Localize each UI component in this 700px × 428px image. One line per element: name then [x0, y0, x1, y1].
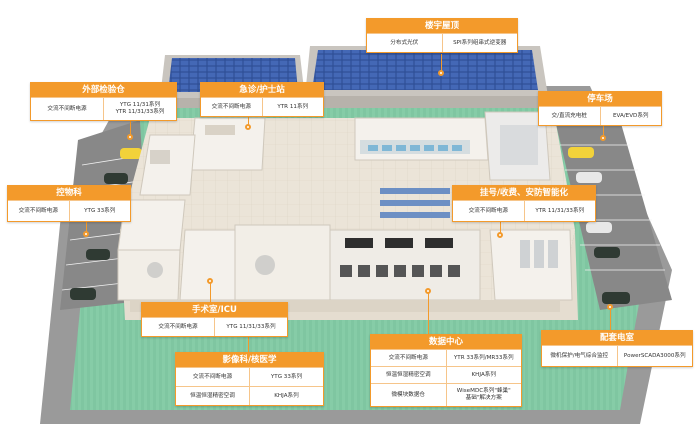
car — [594, 247, 620, 258]
callout-cell-product: 交流不间断电源 — [158, 323, 198, 330]
car — [120, 148, 142, 159]
callout-row: 交流不间断电源 YTR 33系列/MR33系列 — [371, 349, 521, 366]
callout-cell-series: PowerSCADA3000系列 — [616, 346, 693, 366]
leader-line — [441, 54, 442, 72]
car — [568, 147, 594, 158]
parking-right — [555, 120, 672, 310]
callout-row: 微机保护/电气综合监控 PowerSCADA3000系列 — [542, 345, 692, 366]
callout-control: 控物科 交流不间断电源 YTG 33系列 — [7, 185, 131, 222]
leader-dot — [207, 278, 213, 284]
callout-registration: 挂号/收费、安防智能化 交流不间断电源 YTR 11/31/33系列 — [452, 185, 596, 222]
callout-cell-product: 恒温恒湿精密空调 — [385, 371, 431, 378]
leader-dot — [425, 288, 431, 294]
callout-cell-series: YTR 33系列/MR33系列 — [445, 350, 522, 366]
callout-title: 控物科 — [8, 186, 130, 200]
leader-line — [248, 116, 249, 126]
callout-cell-product: 交流不间断电源 — [211, 103, 251, 110]
roof-main — [305, 46, 548, 108]
callout-row: 交流不间断电源 YTG 11/31系列 YTR 11/31/33系列 — [31, 97, 176, 120]
car — [586, 222, 612, 233]
callout-cell-product: 交流不间断电源 — [47, 105, 87, 112]
callout-surgery: 手术室/ICU 交流不间断电源 YTG 11/31/33系列 — [141, 302, 288, 337]
callout-datacenter: 数据中心 交流不间断电源 YTR 33系列/MR33系列 恒温恒湿精密空调 KH… — [370, 334, 522, 407]
callout-cell-series: KHJA系列 — [445, 367, 522, 383]
callout-row: 交/直流充电桩 EVA/EVD系列 — [539, 106, 661, 125]
callout-cell-product: 交流不间断电源 — [18, 207, 58, 214]
callout-row: 交流不间断电源 YTR 11/31/33系列 — [453, 200, 595, 221]
callout-distribution: 配套电室 微机保护/电气综合监控 PowerSCADA3000系列 — [541, 330, 693, 367]
leader-dot — [497, 232, 503, 238]
leader-dot — [438, 70, 444, 76]
callout-row: 恒温恒湿精密空调 KHJA系列 — [371, 366, 521, 383]
callout-cell-product: 微机保护/电气综合监控 — [550, 352, 609, 359]
roof-left — [160, 55, 305, 108]
callout-parking: 停车场 交/直流充电桩 EVA/EVD系列 — [538, 91, 662, 126]
callout-cell-series: YTG 33系列 — [249, 368, 323, 386]
leader-line — [428, 292, 429, 334]
callout-cell-series: YTG 11/31系列 YTR 11/31/33系列 — [103, 98, 176, 120]
callout-cell-series: YTG 33系列 — [68, 201, 131, 221]
callout-cell-series: EVA/EVD系列 — [599, 107, 662, 125]
callout-imaging: 影像科/核医学 交流不间断电源 YTG 33系列 恒温恒湿精密空调 KHJA系列 — [175, 352, 324, 406]
leader-line — [86, 221, 87, 233]
callout-cell-series: YTR 11/31/33系列 — [523, 201, 596, 221]
callout-title: 楼宇屋顶 — [367, 19, 517, 33]
callout-title: 挂号/收费、安防智能化 — [453, 186, 595, 200]
callout-row: 交流不间断电源 YTR 11系列 — [201, 97, 323, 116]
leader-dot — [607, 304, 613, 310]
callout-title: 停车场 — [539, 92, 661, 106]
leader-line — [130, 118, 131, 136]
callout-cell-series: SPI系列组串式逆变器 — [441, 34, 518, 52]
leader-dot — [600, 135, 606, 141]
leader-line — [500, 220, 501, 234]
car — [602, 292, 630, 304]
car — [104, 173, 128, 184]
callout-title: 急诊/护士站 — [201, 83, 323, 97]
leader-dot — [83, 231, 89, 237]
leader-line — [210, 282, 211, 302]
callout-emergency: 急诊/护士站 交流不间断电源 YTR 11系列 — [200, 82, 324, 117]
callout-row: 分布式光伏 SPI系列组串式逆变器 — [367, 33, 517, 52]
callout-cell-product: 交流不间断电源 — [468, 207, 508, 214]
callout-title: 外部检验仓 — [31, 83, 176, 97]
leader-dot — [245, 124, 251, 130]
callout-cell-series: YTG 11/31/33系列 — [214, 318, 287, 336]
callout-cell-product: 恒温恒湿精密空调 — [190, 392, 235, 399]
callout-outpatient: 外部检验仓 交流不间断电源 YTG 11/31系列 YTR 11/31/33系列 — [30, 82, 177, 121]
callout-cell-product: 交流不间断电源 — [192, 373, 233, 380]
callout-cell-product: 交/直流充电桩 — [551, 112, 587, 119]
leader-line — [610, 308, 611, 330]
leader-line — [248, 330, 249, 352]
car — [70, 288, 96, 300]
callout-row: 交流不间断电源 YTG 11/31/33系列 — [142, 317, 287, 336]
callout-cell-product: 交流不间断电源 — [388, 354, 428, 361]
callout-title: 配套电室 — [542, 331, 692, 345]
room-details — [147, 125, 558, 278]
callout-row: 交流不间断电源 YTG 33系列 — [8, 200, 130, 221]
car — [576, 172, 602, 183]
callout-cell-series: WiseMDC系列"蜂巢" 基础"解决方案 — [445, 384, 522, 406]
callout-cell-product: 分布式光伏 — [390, 39, 419, 46]
callout-cell-series: KHJA系列 — [249, 387, 323, 405]
car — [86, 249, 110, 260]
callout-rooftop: 楼宇屋顶 分布式光伏 SPI系列组串式逆变器 — [366, 18, 518, 53]
callout-title: 影像科/核医学 — [176, 353, 323, 367]
callout-row: 恒温恒湿精密空调 KHJA系列 — [176, 386, 323, 405]
leader-dot — [127, 134, 133, 140]
callout-cell-product: 微模块数据仓 — [391, 391, 426, 398]
callout-title: 手术室/ICU — [142, 303, 287, 317]
callout-row: 微模块数据仓 WiseMDC系列"蜂巢" 基础"解决方案 — [371, 383, 521, 406]
callout-cell-series: YTR 11系列 — [261, 98, 324, 116]
leader-line — [603, 125, 604, 137]
callout-title: 数据中心 — [371, 335, 521, 349]
callout-row: 交流不间断电源 YTG 33系列 — [176, 367, 323, 386]
